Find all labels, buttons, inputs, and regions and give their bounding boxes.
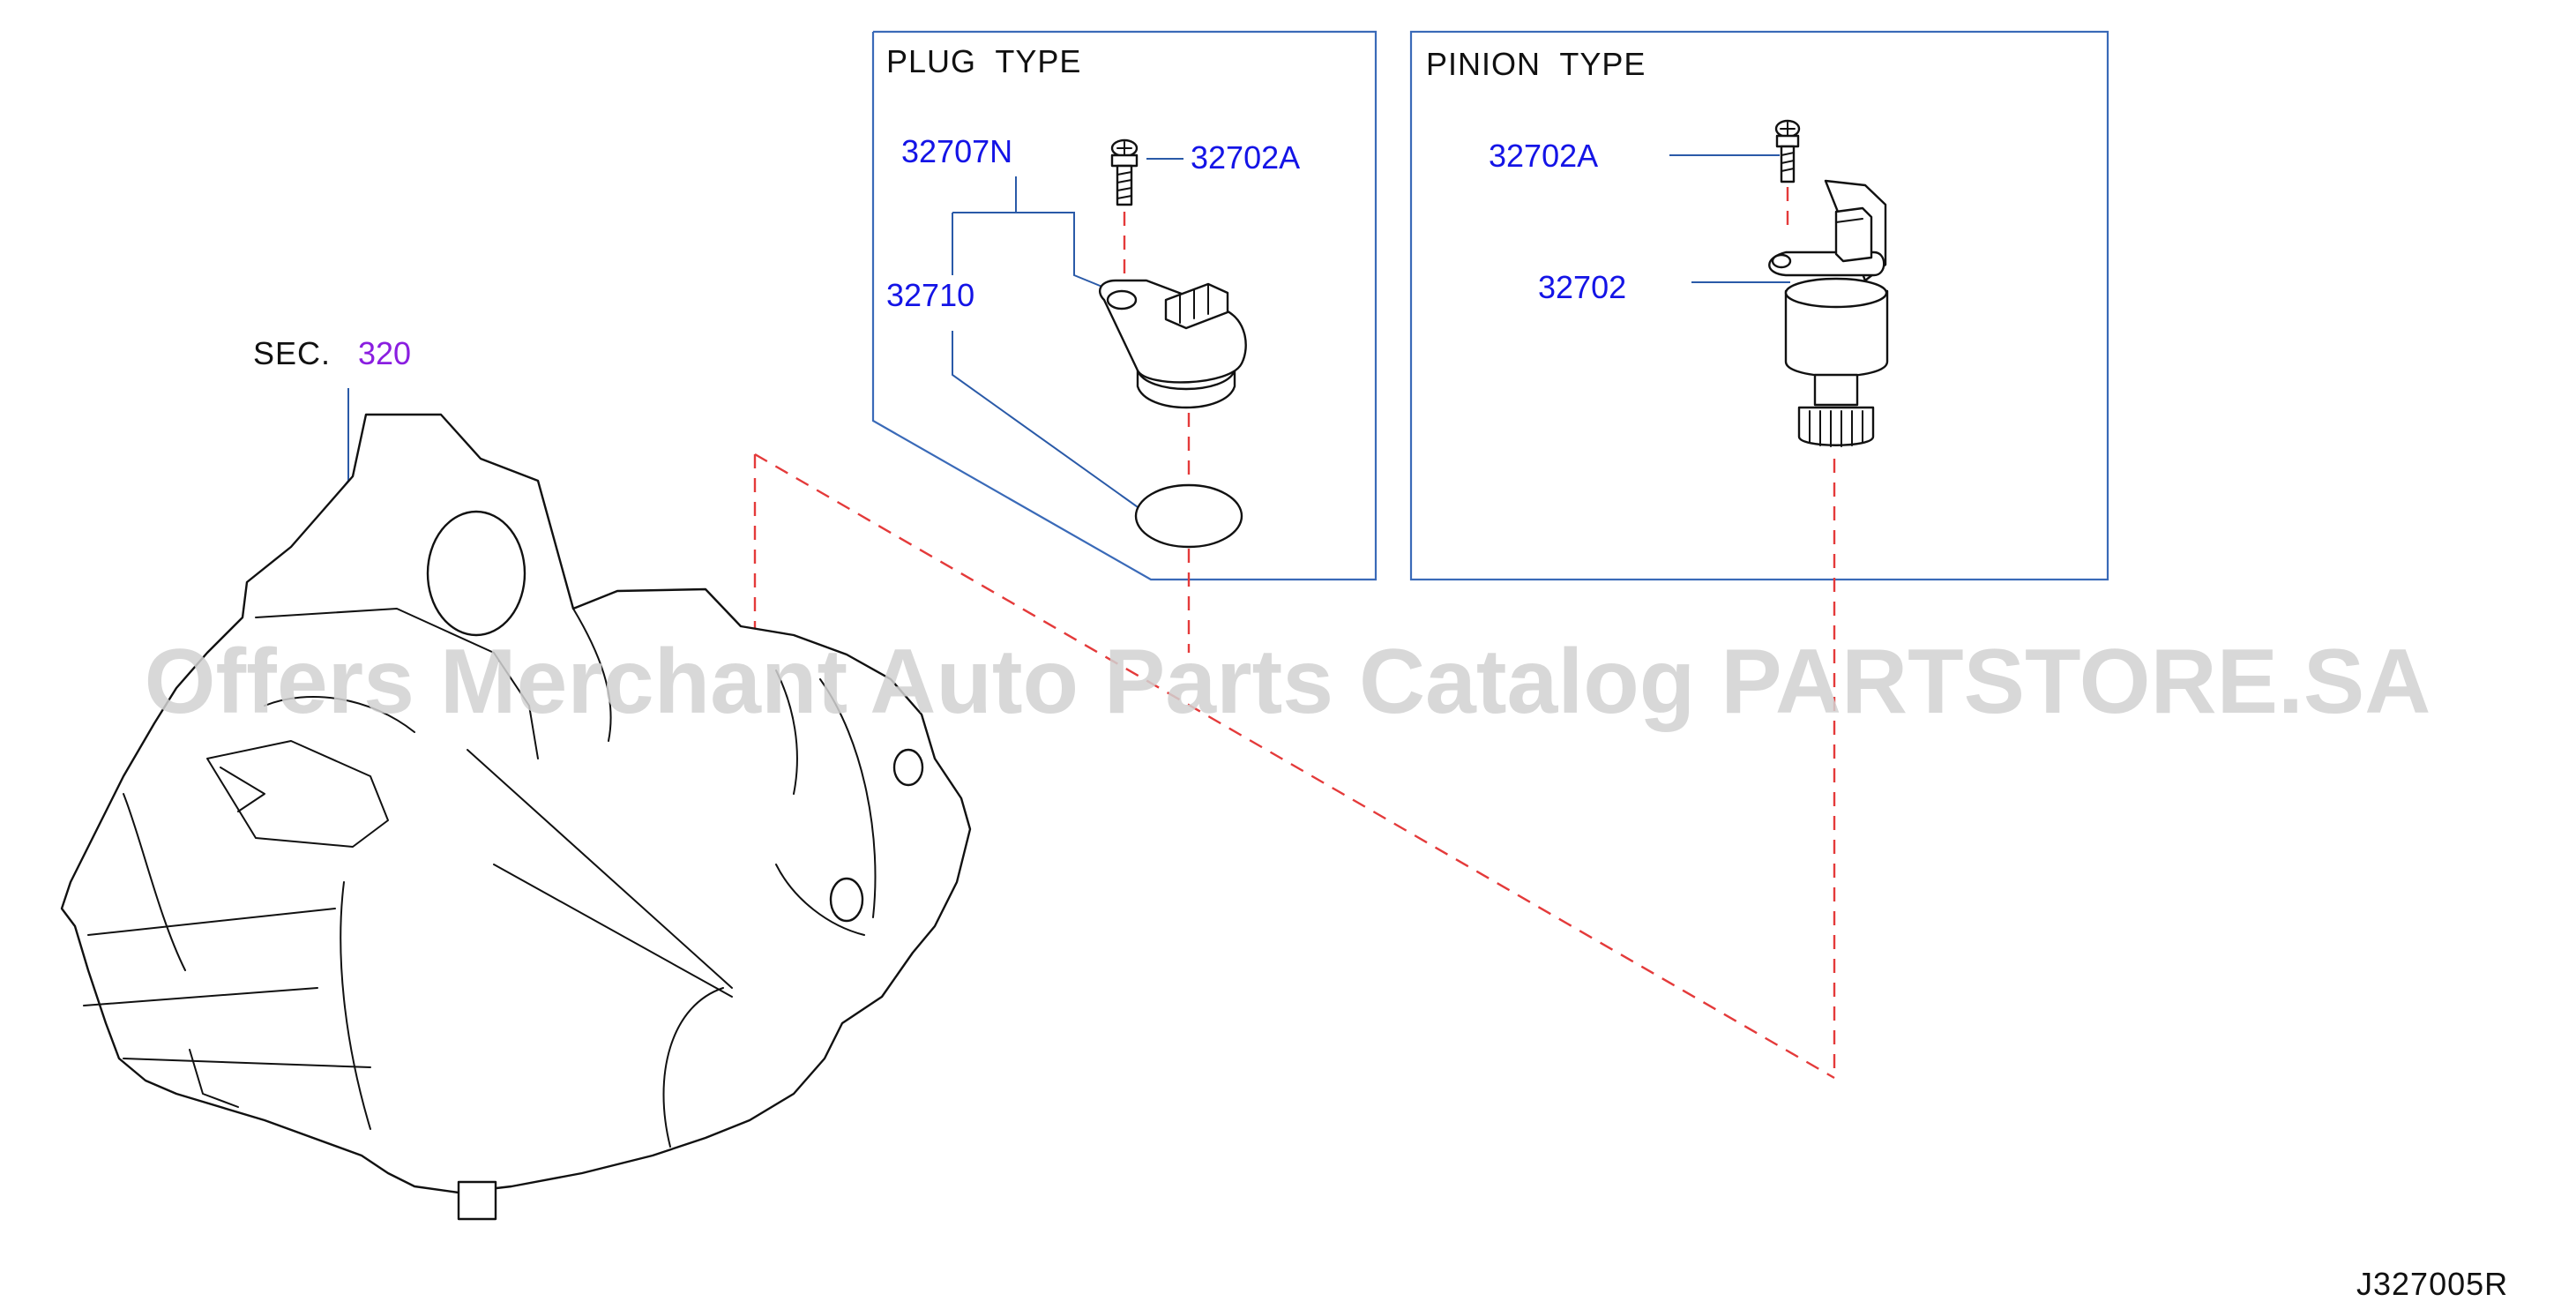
plug-bolt-icon — [1110, 138, 1139, 206]
diagram-code: J327005R — [2356, 1266, 2508, 1302]
pinion-bolt-icon — [1774, 119, 1801, 183]
part-number-32707N[interactable]: 32707N — [901, 133, 1012, 169]
plug-type-panel: PLUG TYPE 32707N 32702A 32710 — [871, 30, 1378, 653]
plug-leader-lines — [952, 158, 1183, 514]
mounting-dashed-lines — [753, 453, 1835, 1080]
part-number-32702A-plug[interactable]: 32702A — [1191, 139, 1300, 176]
pinion-sensor-icon — [1768, 179, 1889, 447]
pinion-leader-lines — [1669, 154, 1790, 283]
plug-type-title: PLUG TYPE — [886, 43, 1081, 79]
watermark: Offers Merchant Auto Parts Catalog PARTS… — [145, 631, 2431, 733]
transaxle-icon — [60, 413, 972, 1221]
o-ring-icon — [1134, 483, 1243, 549]
section-number[interactable]: 320 — [358, 335, 411, 371]
plug-sensor-icon — [1099, 279, 1247, 409]
part-number-32710[interactable]: 32710 — [886, 277, 974, 313]
part-number-32702[interactable]: 32702 — [1538, 269, 1626, 305]
part-number-32702A-pinion[interactable]: 32702A — [1489, 138, 1598, 174]
pinion-type-panel: PINION TYPE 32702A 32702 — [1409, 30, 2109, 1076]
pinion-type-title: PINION TYPE — [1426, 46, 1646, 82]
section-prefix: SEC. — [253, 335, 331, 371]
